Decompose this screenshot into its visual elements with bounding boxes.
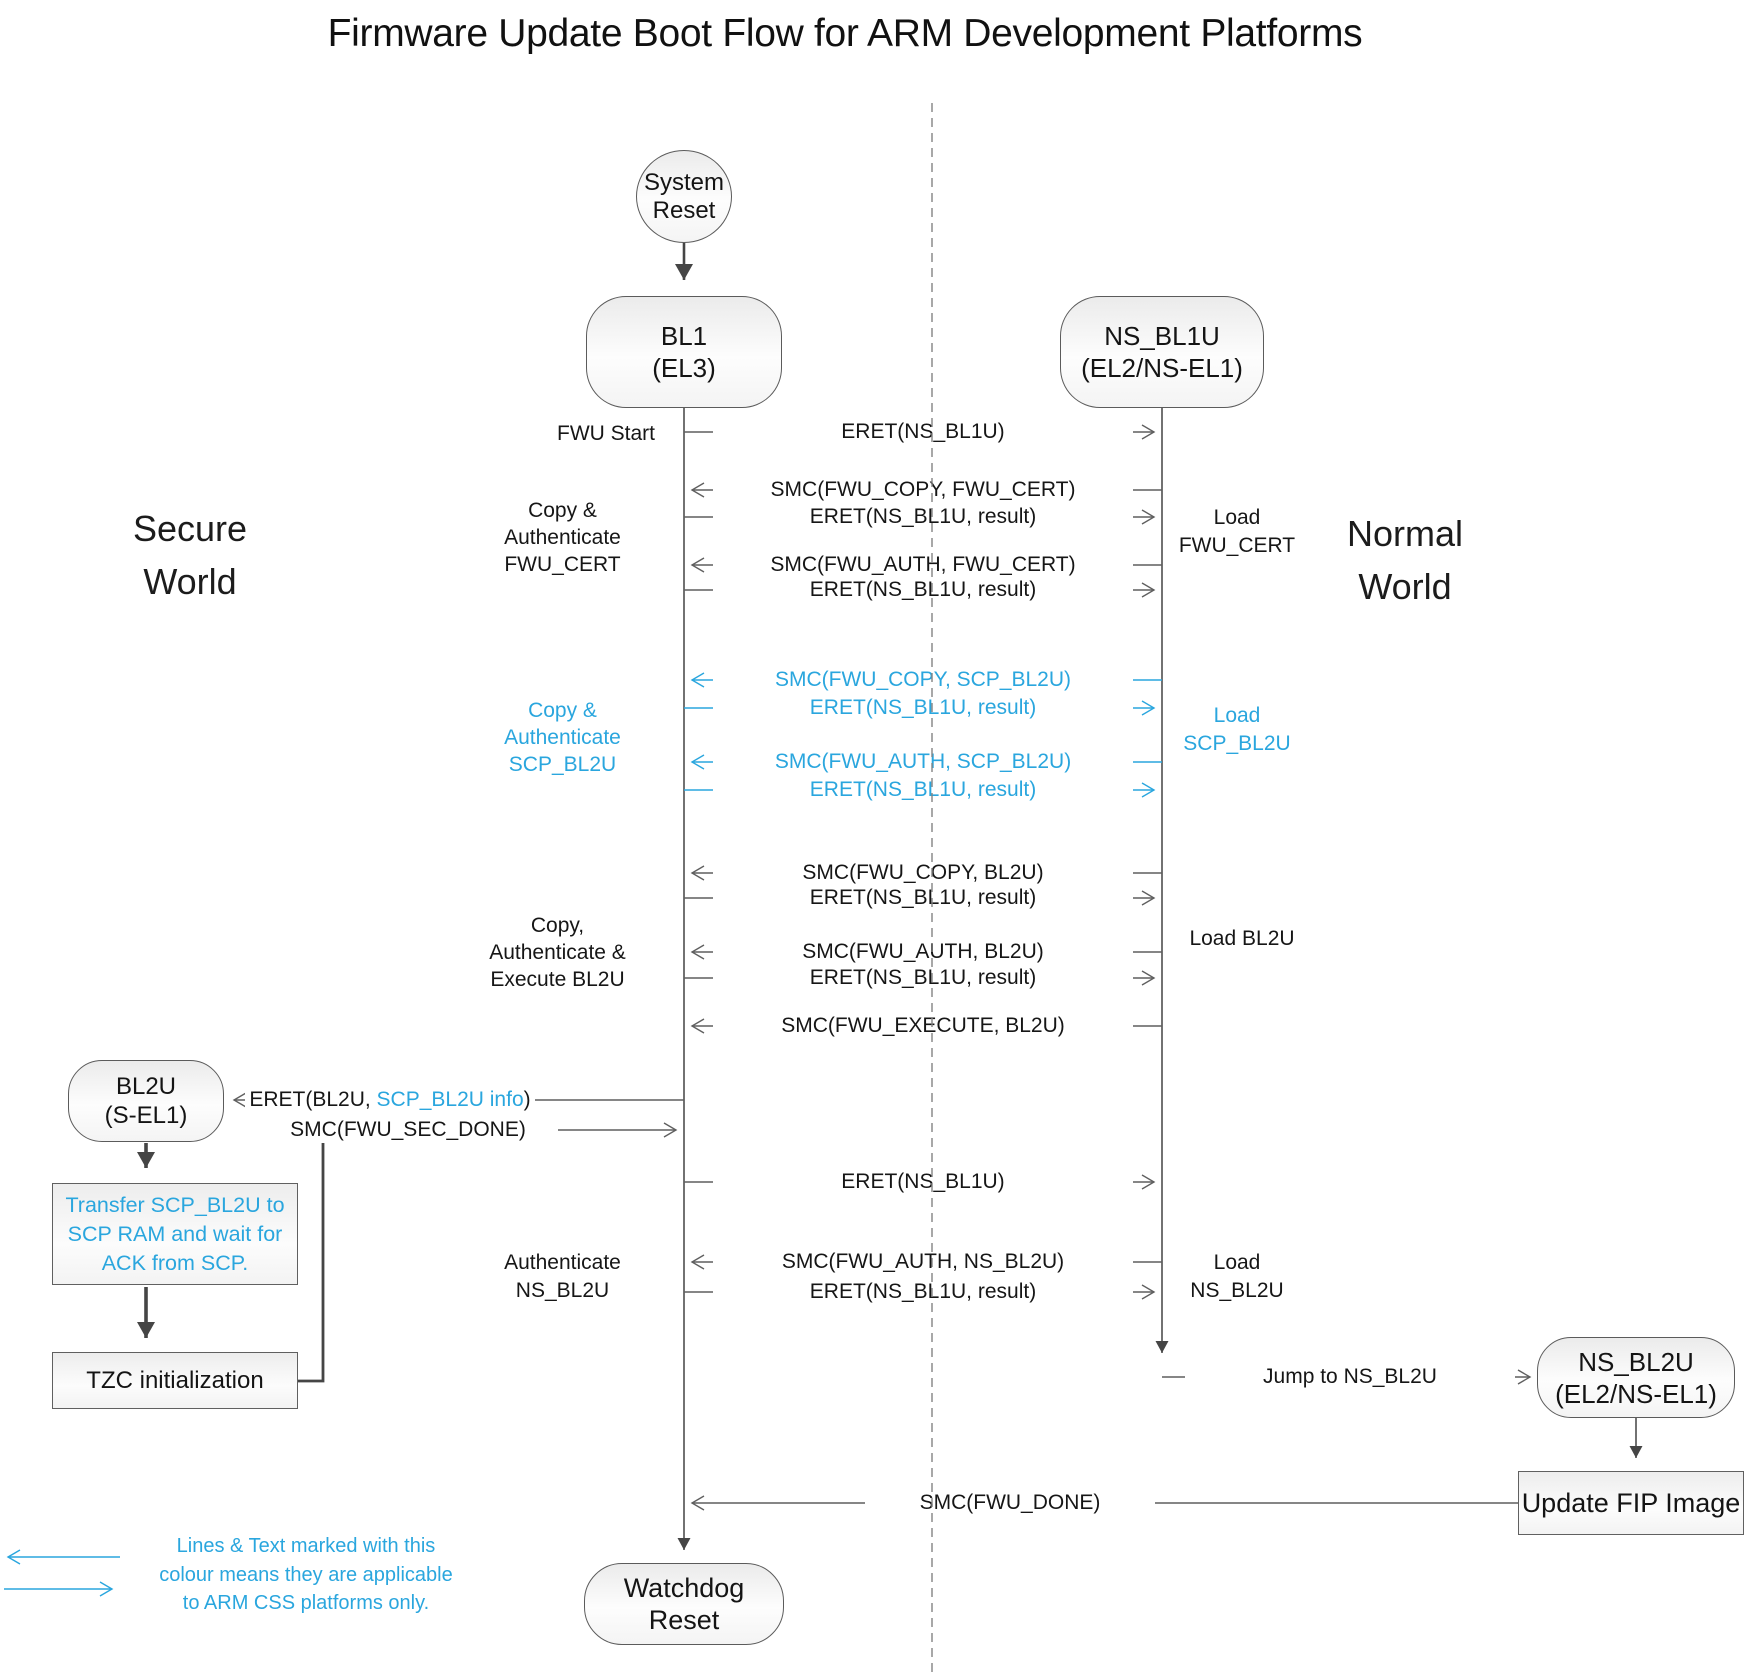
label-copy-auth-scp-bl2u: Copy & Authenticate SCP_BL2U	[455, 697, 670, 778]
label-load-fwu-cert: Load FWU_CERT	[1157, 504, 1317, 560]
msg-eret-result-4: ERET(NS_BL1U, result)	[713, 777, 1133, 803]
transfer-scp-line1: Transfer SCP_BL2U to	[65, 1192, 285, 1217]
msg-eret-result-5: ERET(NS_BL1U, result)	[713, 885, 1133, 911]
ns-bl1u-line1: NS_BL1U	[1104, 321, 1220, 351]
ns-bl1u-line2: (EL2/NS-EL1)	[1081, 353, 1243, 383]
copy-auth-fwu-cert-line1: Copy &	[528, 499, 597, 522]
load-ns-bl2u-line2: NS_BL2U	[1190, 1279, 1284, 1302]
secure-world-line2: World	[143, 561, 237, 602]
copy-auth-scp-bl2u-line1: Copy &	[528, 699, 597, 722]
load-scp-bl2u-line2: SCP_BL2U	[1183, 732, 1291, 755]
msg-eret-result-3: ERET(NS_BL1U, result)	[713, 695, 1133, 721]
normal-world-line1: Normal	[1346, 513, 1463, 554]
ns-bl2u-line1: NS_BL2U	[1578, 1346, 1694, 1377]
load-scp-bl2u-line1: Load	[1213, 704, 1261, 727]
node-system-reset: System Reset	[636, 150, 732, 243]
label-authenticate-ns-bl2u: Authenticate NS_BL2U	[455, 1249, 670, 1305]
watchdog-reset-label: Watchdog Reset	[623, 1573, 745, 1635]
ns-bl2u-line2: (EL2/NS-EL1)	[1555, 1378, 1717, 1409]
copy-auth-exec-bl2u-line1: Copy,	[530, 914, 585, 937]
msg-eret-result-1: ERET(NS_BL1U, result)	[713, 504, 1133, 530]
legend-line3: to ARM CSS platforms only.	[182, 1592, 430, 1614]
legend-line1: Lines & Text marked with this	[176, 1535, 436, 1557]
secure-world-line1: Secure	[132, 508, 248, 549]
system-reset-line2: Reset	[652, 196, 716, 224]
msg-eret-ns-bl1u: ERET(NS_BL1U)	[713, 419, 1133, 445]
msg-eret-result-7: ERET(NS_BL1U, result)	[713, 1279, 1133, 1305]
load-fwu-cert-line1: Load	[1213, 506, 1261, 529]
copy-auth-scp-bl2u-line2: Authenticate	[504, 726, 621, 749]
node-tzc-init: TZC initialization	[52, 1352, 298, 1409]
copy-auth-scp-bl2u-line3: SCP_BL2U	[508, 753, 617, 776]
load-fwu-cert-line2: FWU_CERT	[1178, 534, 1296, 557]
msg-smc-fwu-sec-done: SMC(FWU_SEC_DONE)	[258, 1117, 558, 1143]
copy-auth-fwu-cert-line3: FWU_CERT	[504, 553, 621, 576]
msg-smc-fwu-copy-bl2u: SMC(FWU_COPY, BL2U)	[713, 860, 1133, 886]
label-load-scp-bl2u: Load SCP_BL2U	[1157, 702, 1317, 758]
bl1-line2: (EL3)	[652, 353, 716, 383]
bl1-line1: BL1	[660, 321, 708, 351]
eret-bl2u-scp-info-text: SCP_BL2U info	[376, 1088, 524, 1111]
node-update-fip: Update FIP Image	[1518, 1471, 1744, 1535]
tzc-init-label: TZC initialization	[86, 1366, 264, 1394]
legend-note: Lines & Text marked with this colour mea…	[150, 1532, 462, 1618]
copy-auth-fwu-cert-line2: Authenticate	[504, 526, 621, 549]
node-bl2u: BL2U (S-EL1)	[68, 1060, 224, 1142]
label-copy-auth-fwu-cert: Copy & Authenticate FWU_CERT	[455, 497, 670, 578]
msg-smc-fwu-auth-ns-bl2u: SMC(FWU_AUTH, NS_BL2U)	[713, 1249, 1133, 1275]
legend-line2: colour means they are applicable	[159, 1563, 453, 1586]
bl2u-line2: (S-EL1)	[104, 1102, 188, 1129]
secure-world-label: Secure World	[80, 502, 300, 608]
eret-bl2u-suffix: )	[523, 1088, 531, 1111]
label-load-bl2u: Load BL2U	[1189, 927, 1295, 950]
diagram-title: Firmware Update Boot Flow for ARM Develo…	[327, 12, 1363, 55]
normal-world-label: Normal World	[1295, 507, 1515, 613]
node-ns-bl1u: NS_BL1U (EL2/NS-EL1)	[1060, 296, 1264, 408]
msg-jump-to-ns-bl2u: Jump to NS_BL2U	[1185, 1364, 1515, 1390]
msg-smc-fwu-auth-bl2u: SMC(FWU_AUTH, BL2U)	[713, 939, 1133, 965]
node-bl1: BL1 (EL3)	[586, 296, 782, 408]
label-fwu-start: FWU Start	[557, 422, 655, 445]
bl2u-line1: BL2U	[115, 1073, 177, 1100]
msg-smc-fwu-copy-fwu-cert: SMC(FWU_COPY, FWU_CERT)	[713, 477, 1133, 503]
msg-smc-fwu-done: SMC(FWU_DONE)	[865, 1490, 1155, 1516]
authenticate-ns-bl2u-line2: NS_BL2U	[515, 1279, 610, 1302]
transfer-scp-line2: SCP RAM and wait for	[67, 1221, 283, 1246]
node-ns-bl2u: NS_BL2U (EL2/NS-EL1)	[1537, 1337, 1735, 1418]
transfer-scp-line3: ACK from SCP.	[101, 1250, 249, 1275]
copy-auth-exec-bl2u-line2: Authenticate &	[489, 941, 626, 964]
system-reset-line1: System	[643, 168, 724, 196]
msg-smc-fwu-execute-bl2u: SMC(FWU_EXECUTE, BL2U)	[713, 1013, 1133, 1039]
label-copy-auth-exec-bl2u: Copy, Authenticate & Execute BL2U	[445, 912, 670, 993]
msg-eret-bl2u-scp-info: ERET(BL2U, SCP_BL2U info)	[245, 1087, 535, 1113]
label-load-ns-bl2u: Load NS_BL2U	[1157, 1249, 1317, 1305]
normal-world-line2: World	[1358, 566, 1452, 607]
msg-eret-ns-bl1u-2: ERET(NS_BL1U)	[713, 1169, 1133, 1195]
node-transfer-scp-bl2u: Transfer SCP_BL2U to SCP RAM and wait fo…	[52, 1183, 298, 1285]
msg-smc-fwu-auth-scp-bl2u: SMC(FWU_AUTH, SCP_BL2U)	[713, 749, 1133, 775]
update-fip-label: Update FIP Image	[1521, 1487, 1741, 1518]
copy-auth-exec-bl2u-line3: Execute BL2U	[490, 968, 625, 991]
msg-smc-fwu-auth-fwu-cert: SMC(FWU_AUTH, FWU_CERT)	[713, 552, 1133, 578]
authenticate-ns-bl2u-line1: Authenticate	[504, 1251, 621, 1274]
msg-eret-result-6: ERET(NS_BL1U, result)	[713, 965, 1133, 991]
node-watchdog-reset: Watchdog Reset	[584, 1563, 784, 1645]
eret-bl2u-prefix: ERET(BL2U,	[249, 1088, 377, 1111]
load-ns-bl2u-line1: Load	[1213, 1251, 1261, 1274]
msg-eret-result-2: ERET(NS_BL1U, result)	[713, 577, 1133, 603]
msg-smc-fwu-copy-scp-bl2u: SMC(FWU_COPY, SCP_BL2U)	[713, 667, 1133, 693]
